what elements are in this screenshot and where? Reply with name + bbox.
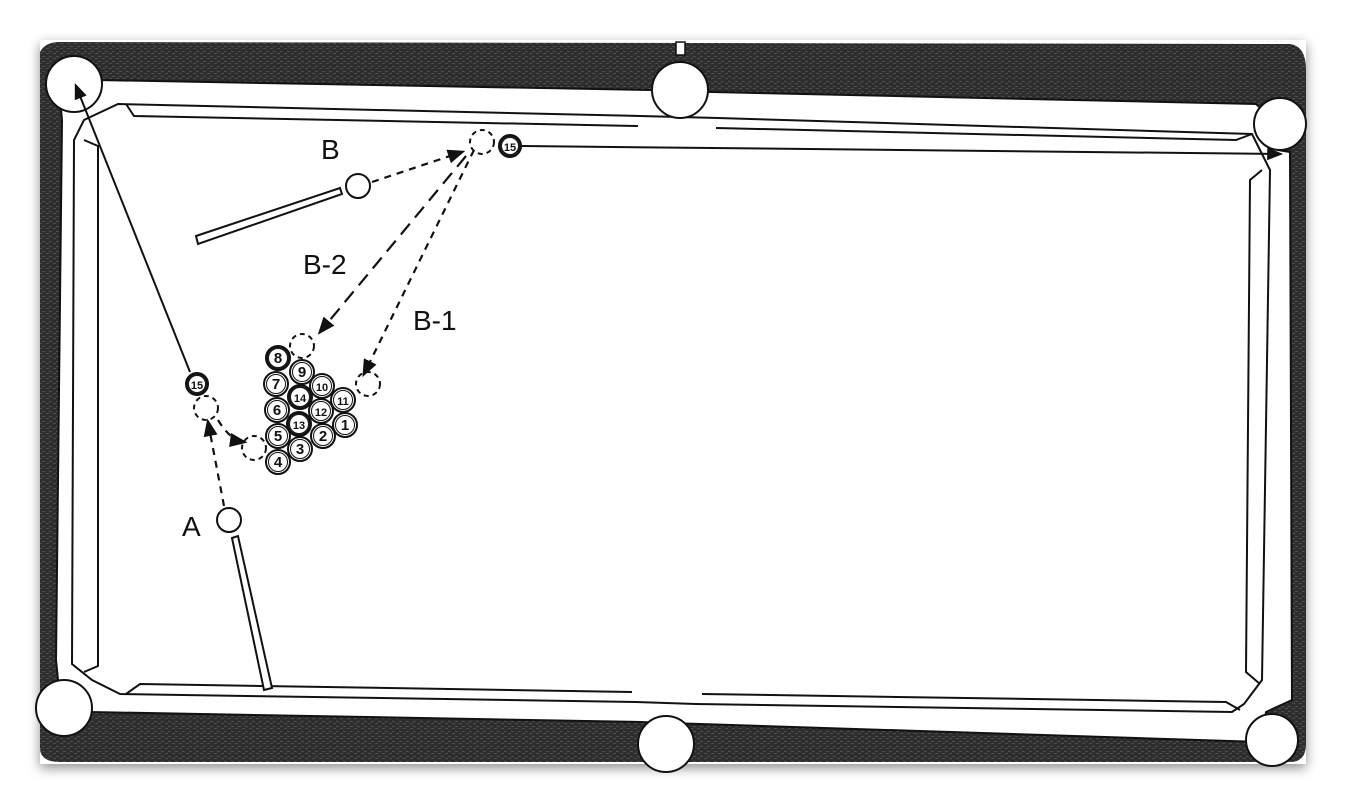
ball-15-a-number-disc	[189, 376, 205, 392]
ball-11-label: 11	[337, 396, 349, 408]
ball-5-number-disc	[268, 426, 288, 446]
pocket-top-right	[1253, 97, 1307, 151]
ball-15-a: 15	[185, 372, 209, 396]
cue-ball-a[interactable]	[216, 507, 242, 533]
ball-3-label: 3	[296, 441, 304, 458]
ball-7: 7	[263, 371, 289, 397]
label-shooter-b: B	[321, 134, 340, 165]
ball-8: 8	[265, 345, 291, 371]
path-b2-line	[317, 155, 467, 335]
ball-12-number-disc	[311, 401, 331, 421]
ball-4: 4	[265, 449, 291, 475]
ball-11: 11	[330, 387, 356, 413]
pocket-bottom-middle	[637, 715, 695, 773]
ball-15-b-label: 15	[504, 142, 516, 154]
label-path-b2: B-2	[303, 249, 347, 280]
table-pockets	[35, 41, 1307, 773]
label-path-b1: B-1	[413, 305, 457, 336]
ball-5-label: 5	[274, 428, 282, 445]
ball-13-label: 13	[293, 420, 305, 432]
ball-9-number-disc	[292, 362, 312, 382]
ball-11-number-disc	[333, 390, 353, 410]
ball-3: 3	[287, 436, 313, 462]
ball-2-label: 2	[319, 428, 327, 445]
ball-4-label: 4	[274, 454, 283, 471]
ball-5: 5	[265, 423, 291, 449]
dashed-paths	[203, 149, 475, 507]
label-shooter-a: A	[182, 511, 201, 542]
ball-10-label: 10	[316, 382, 328, 394]
ball-1: 1	[332, 412, 358, 438]
ball-path-solid	[74, 83, 1284, 373]
ball-2: 2	[310, 423, 336, 449]
ball-9-label: 9	[298, 364, 306, 381]
cue-stick-a	[230, 534, 274, 692]
ball-6-number-disc	[267, 400, 287, 420]
ball-13: 13	[286, 411, 312, 437]
ball-9: 9	[289, 359, 315, 385]
ball-10-number-disc	[312, 376, 332, 396]
ball-14-number-disc	[291, 388, 309, 406]
pocket-bottom-left	[35, 679, 93, 737]
top-marker	[675, 41, 686, 56]
ball-13-number-disc	[290, 415, 308, 433]
table-felt	[70, 102, 1272, 714]
path-b1-line	[362, 149, 475, 378]
pocket-bottom-right	[1245, 713, 1299, 767]
ball-15-a-label: 15	[191, 380, 203, 392]
ball-6: 6	[264, 397, 290, 423]
ball-7-number-disc	[266, 374, 286, 394]
ball-8-number-disc	[269, 349, 287, 367]
cue-path-a-deflect	[217, 419, 248, 447]
ball-14: 14	[287, 384, 313, 410]
ball-14-label: 14	[294, 393, 307, 405]
ball-10: 10	[309, 373, 335, 399]
ball-12-label: 12	[315, 407, 327, 419]
cue-stick-b	[194, 186, 344, 246]
ball-8-label: 8	[274, 350, 282, 367]
pocket-top-left	[45, 55, 103, 113]
pocket-top-middle	[651, 61, 709, 119]
ball-12: 12	[308, 398, 334, 424]
ball-1-label: 1	[341, 417, 349, 434]
ball-15-b-number-disc	[502, 138, 518, 154]
ball-2-number-disc	[313, 426, 333, 446]
ball-4-number-disc	[268, 452, 288, 472]
ghost-balls	[193, 129, 495, 461]
ball-7-label: 7	[272, 376, 280, 393]
cue-path-a	[203, 418, 226, 507]
ball-15-b: 15	[498, 134, 522, 158]
ball-1-number-disc	[335, 415, 355, 435]
ball-6-label: 6	[273, 402, 281, 419]
cue-ball-b[interactable]	[345, 173, 371, 199]
cue-path-b	[371, 149, 466, 184]
ball-3-number-disc	[290, 439, 310, 459]
